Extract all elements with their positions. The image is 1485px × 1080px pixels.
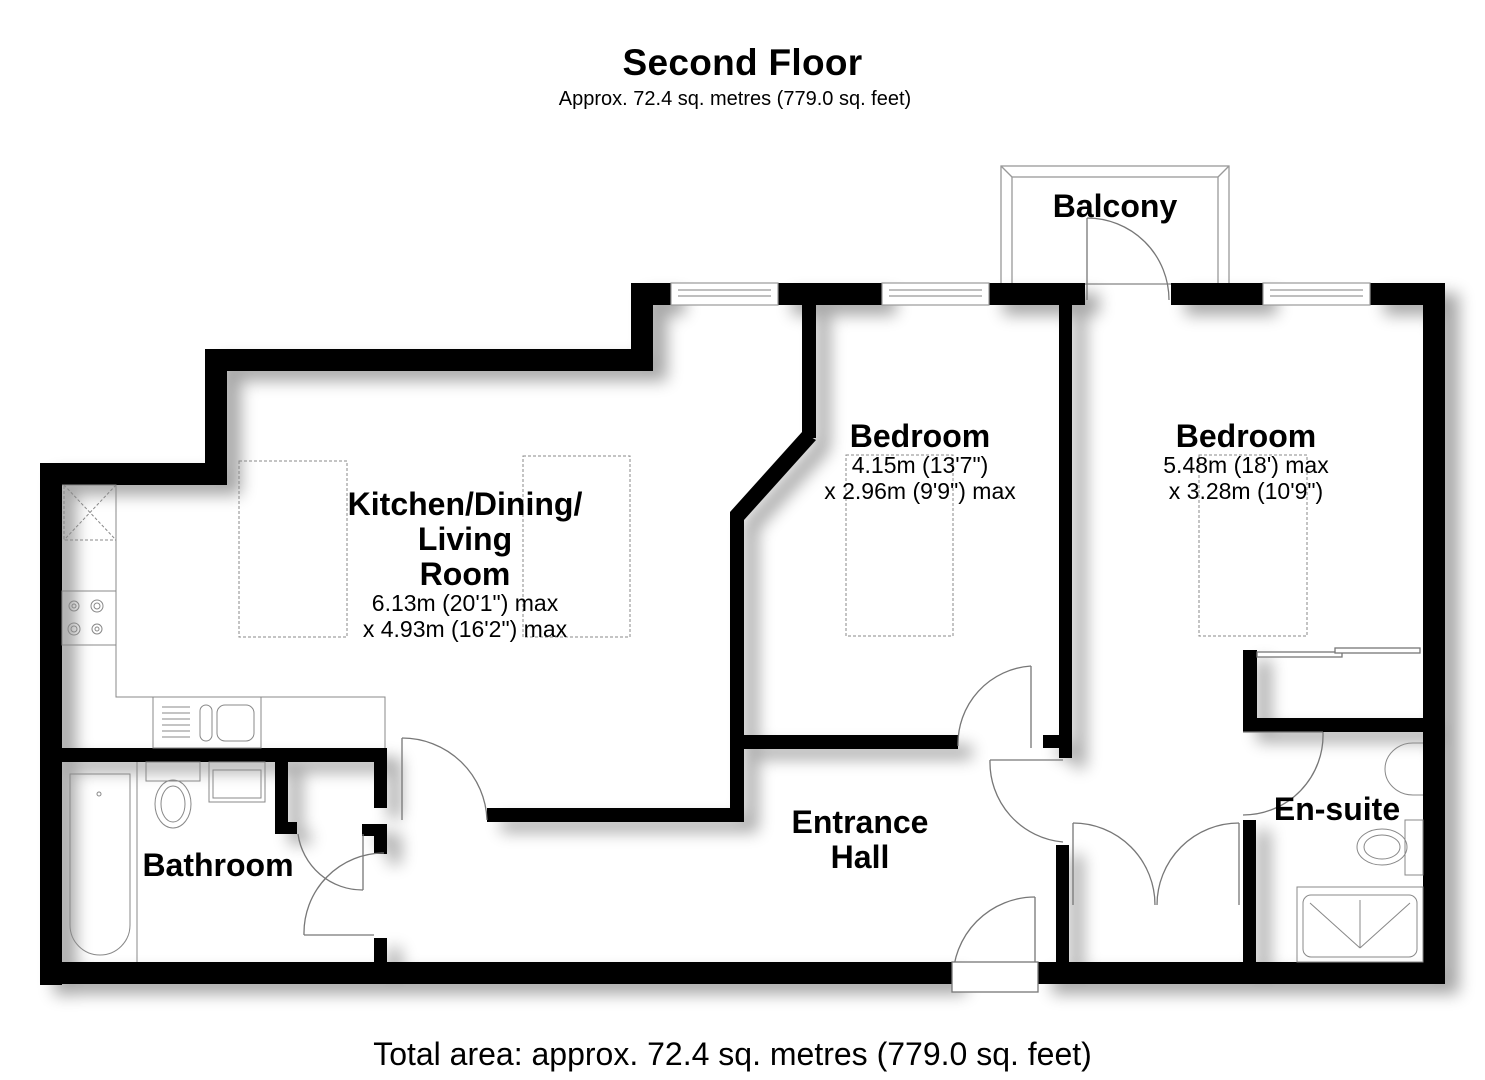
- bathroom-fixtures: [69, 761, 266, 962]
- room-entrance-hall-name-2: Hall: [830, 839, 890, 875]
- walls: [40, 283, 1445, 985]
- windows: [670, 282, 1371, 306]
- total-area-footer: Total area: approx. 72.4 sq. metres (779…: [373, 1036, 1092, 1072]
- floor-title: Second Floor: [622, 42, 863, 83]
- room-kitchen-name-3: Room: [419, 556, 511, 592]
- balcony: [1000, 165, 1230, 285]
- room-kitchen-name-1: Kitchen/Dining/: [347, 486, 583, 522]
- doors: [297, 217, 1421, 993]
- room-balcony: Balcony: [1015, 190, 1215, 222]
- room-ensuite: En-suite: [1262, 793, 1412, 825]
- ensuite-fixtures: [1296, 742, 1424, 963]
- kitchen-fixtures: [61, 454, 1308, 749]
- room-bedroom-2: Bedroom 5.48m (18') max x 3.28m (10'9"): [1096, 420, 1396, 505]
- room-balcony-name: Balcony: [1052, 188, 1178, 224]
- room-entrance-hall-name-1: Entrance: [791, 804, 929, 840]
- floor-area-subtitle: Approx. 72.4 sq. metres (779.0 sq. feet): [558, 88, 912, 110]
- room-entrance-hall: Entrance Hall: [760, 806, 960, 873]
- room-bedroom-1-dim-2: x 2.96m (9'9") max: [824, 478, 1016, 505]
- room-bedroom-2-name: Bedroom: [1175, 418, 1317, 454]
- room-bedroom-2-dim-1: 5.48m (18') max: [1163, 452, 1329, 478]
- room-ensuite-name: En-suite: [1273, 791, 1401, 827]
- room-bedroom-1-name: Bedroom: [849, 418, 991, 454]
- room-kitchen-name-2: Living: [417, 521, 513, 557]
- room-kitchen-dim-1: 6.13m (20'1") max: [371, 590, 559, 616]
- room-bedroom-2-dim-2: x 3.28m (10'9"): [1168, 478, 1324, 505]
- room-bedroom-1: Bedroom 4.15m (13'7") x 2.96m (9'9") max: [770, 420, 1070, 505]
- room-bathroom-name: Bathroom: [142, 847, 294, 883]
- room-bedroom-1-dim-1: 4.15m (13'7"): [851, 452, 989, 478]
- room-bathroom: Bathroom: [128, 849, 308, 881]
- room-kitchen-dim-2: x 4.93m (16'2") max: [362, 616, 568, 643]
- room-kitchen: Kitchen/Dining/ Living Room 6.13m (20'1"…: [300, 488, 630, 643]
